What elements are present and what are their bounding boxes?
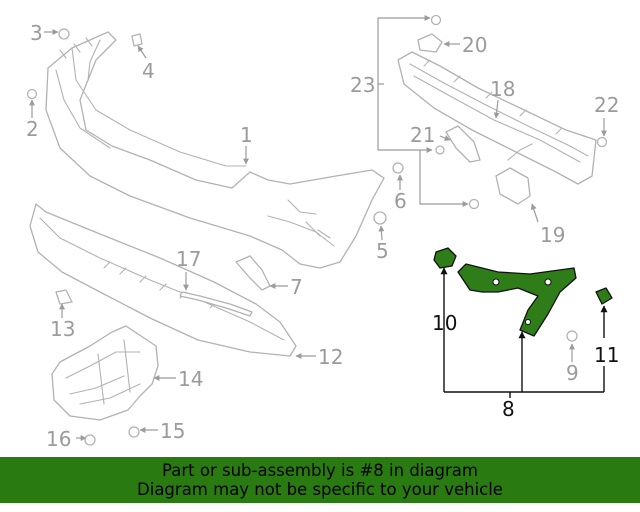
callout-18: 18	[490, 77, 515, 101]
callout-8: 8	[502, 397, 515, 421]
parts-diagram: 1 2 3 4 5 6 7 9 12 13 14 15 16 17 18 19 …	[26, 14, 619, 451]
callout-2: 2	[26, 117, 39, 141]
callout-22: 22	[594, 93, 619, 117]
callout-13: 13	[50, 317, 75, 341]
banner-line-part-number: Part or sub-assembly is #8 in diagram	[162, 461, 478, 480]
bracket-part-8-highlighted[interactable]	[457, 263, 577, 337]
leader-lines-highlighted	[440, 267, 608, 398]
info-banner: Part or sub-assembly is #8 in diagram Di…	[0, 457, 640, 503]
callout-3: 3	[30, 21, 43, 45]
callout-4: 4	[142, 59, 155, 83]
callout-10: 10	[432, 311, 457, 335]
leader-lines-gray	[29, 15, 607, 441]
callout-17: 17	[176, 247, 201, 271]
callout-14: 14	[178, 367, 203, 391]
callout-5: 5	[376, 239, 389, 263]
fastener-11-highlighted[interactable]	[595, 287, 613, 305]
trim-strip-part	[179, 255, 271, 317]
callout-labels-gray: 1 2 3 4 5 6 7 9 12 13 14 15 16 17 18 19 …	[26, 21, 619, 451]
callout-21: 21	[410, 123, 435, 147]
callout-19: 19	[540, 223, 565, 247]
callout-1: 1	[240, 123, 253, 147]
reinforcement-beam-part	[397, 51, 597, 185]
splash-shield-part	[51, 325, 159, 421]
callout-11: 11	[594, 343, 619, 367]
callout-12: 12	[318, 345, 343, 369]
callout-23: 23	[350, 73, 375, 97]
bumper-cover-part	[45, 31, 385, 269]
callout-15: 15	[160, 419, 185, 443]
callout-6: 6	[394, 189, 407, 213]
banner-line-disclaimer: Diagram may not be specific to your vehi…	[137, 480, 503, 499]
callout-labels-highlighted: 8 10 11	[432, 311, 619, 421]
small-brackets-part	[417, 33, 533, 205]
fastener-10-highlighted[interactable]	[433, 247, 457, 269]
lower-valance-part	[29, 203, 297, 357]
callout-20: 20	[462, 33, 487, 57]
callout-7: 7	[290, 275, 303, 299]
callout-16: 16	[46, 427, 71, 451]
callout-9: 9	[566, 361, 579, 385]
fasteners-gray	[26, 14, 608, 446]
